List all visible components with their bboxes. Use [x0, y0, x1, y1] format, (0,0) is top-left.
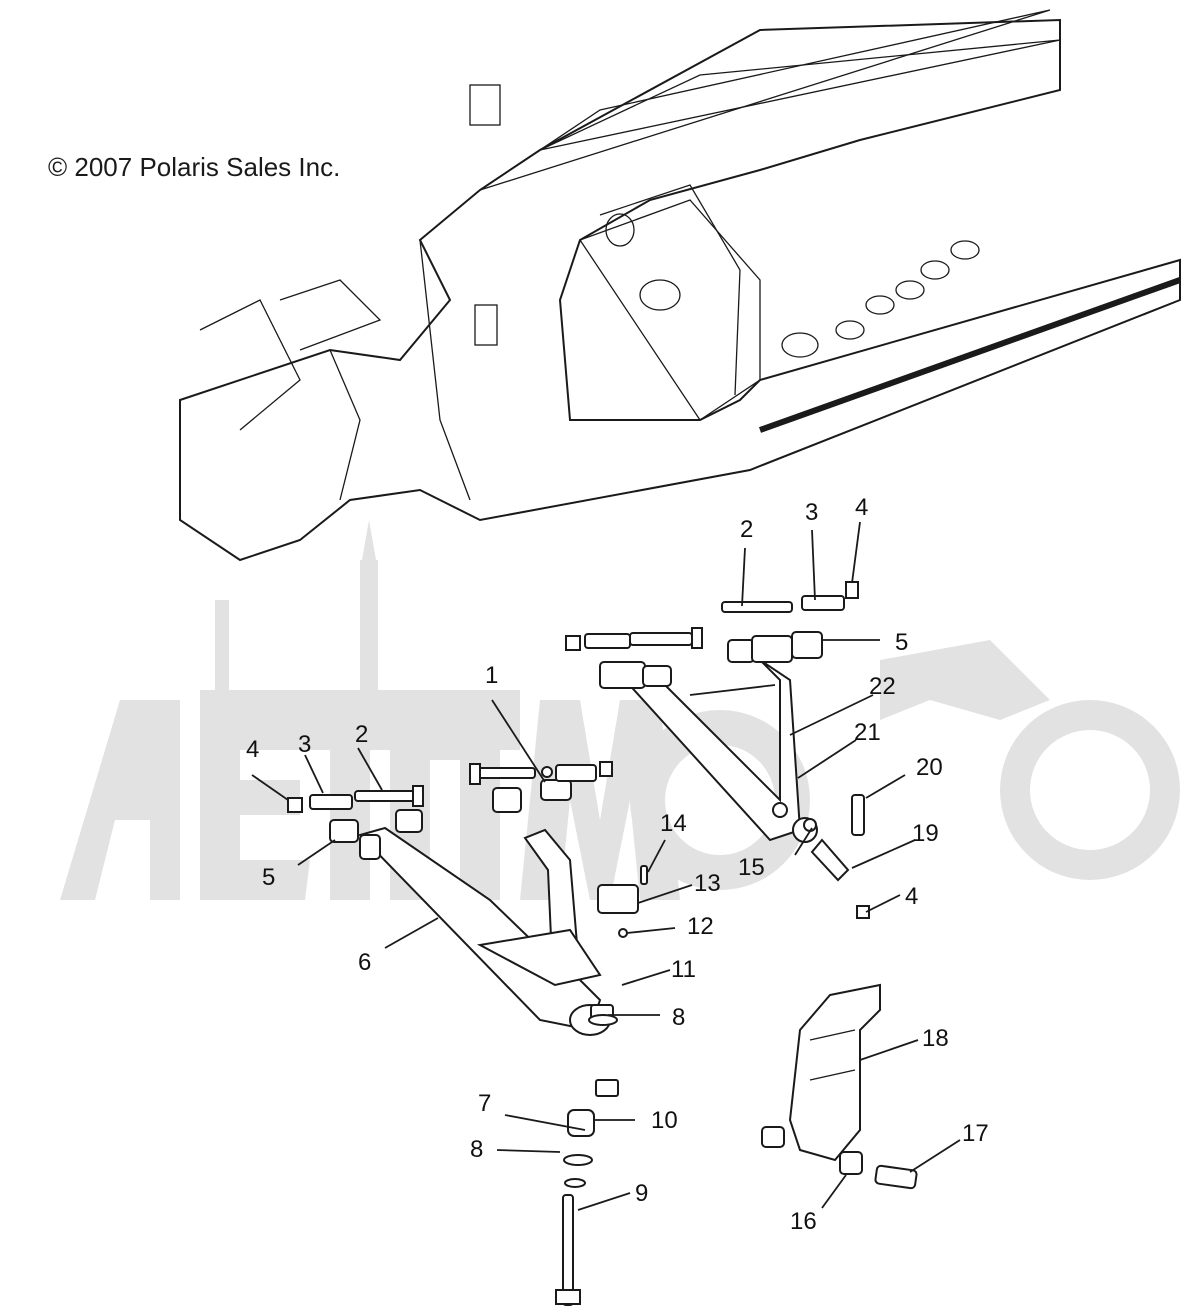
copyright-notice: © 2007 Polaris Sales Inc.	[48, 152, 341, 182]
callout-5: 5	[262, 864, 275, 891]
callout-7: 7	[478, 1090, 491, 1117]
callout-1: 1	[485, 662, 498, 689]
chassis-frame	[179, 9, 1182, 562]
upper-a-arm	[565, 581, 865, 882]
callout-2: 2	[355, 721, 368, 748]
callout-9: 9	[635, 1180, 648, 1207]
callout-labels: 1 2 3 4 2 3 4 5 5 6 7 8 8 9 10 11 12 13 …	[246, 494, 989, 1235]
callout-4: 4	[855, 494, 868, 521]
callout-13: 13	[694, 870, 721, 897]
callout-15: 15	[738, 854, 765, 881]
spindle	[761, 905, 918, 1190]
watermark-logo	[60, 520, 1180, 900]
callout-10: 10	[651, 1107, 678, 1134]
callout-4: 4	[905, 883, 918, 910]
callout-21: 21	[854, 719, 881, 746]
callout-19: 19	[912, 820, 939, 847]
callout-20: 20	[916, 754, 943, 781]
leader-lines	[251, 521, 961, 1211]
callout-2: 2	[740, 516, 753, 543]
callout-4: 4	[246, 736, 259, 763]
callout-17: 17	[962, 1120, 989, 1147]
lower-a-arm	[287, 761, 648, 1306]
callout-3: 3	[298, 731, 311, 758]
callout-3: 3	[805, 499, 818, 526]
callout-11: 11	[671, 956, 696, 983]
callout-22: 22	[869, 673, 896, 700]
callout-8: 8	[470, 1136, 483, 1163]
callout-5: 5	[895, 629, 908, 656]
callout-6: 6	[358, 949, 371, 976]
callout-8: 8	[672, 1004, 685, 1031]
callout-18: 18	[922, 1025, 949, 1052]
callout-14: 14	[660, 810, 687, 837]
callout-12: 12	[687, 913, 714, 940]
callout-16: 16	[790, 1208, 817, 1235]
